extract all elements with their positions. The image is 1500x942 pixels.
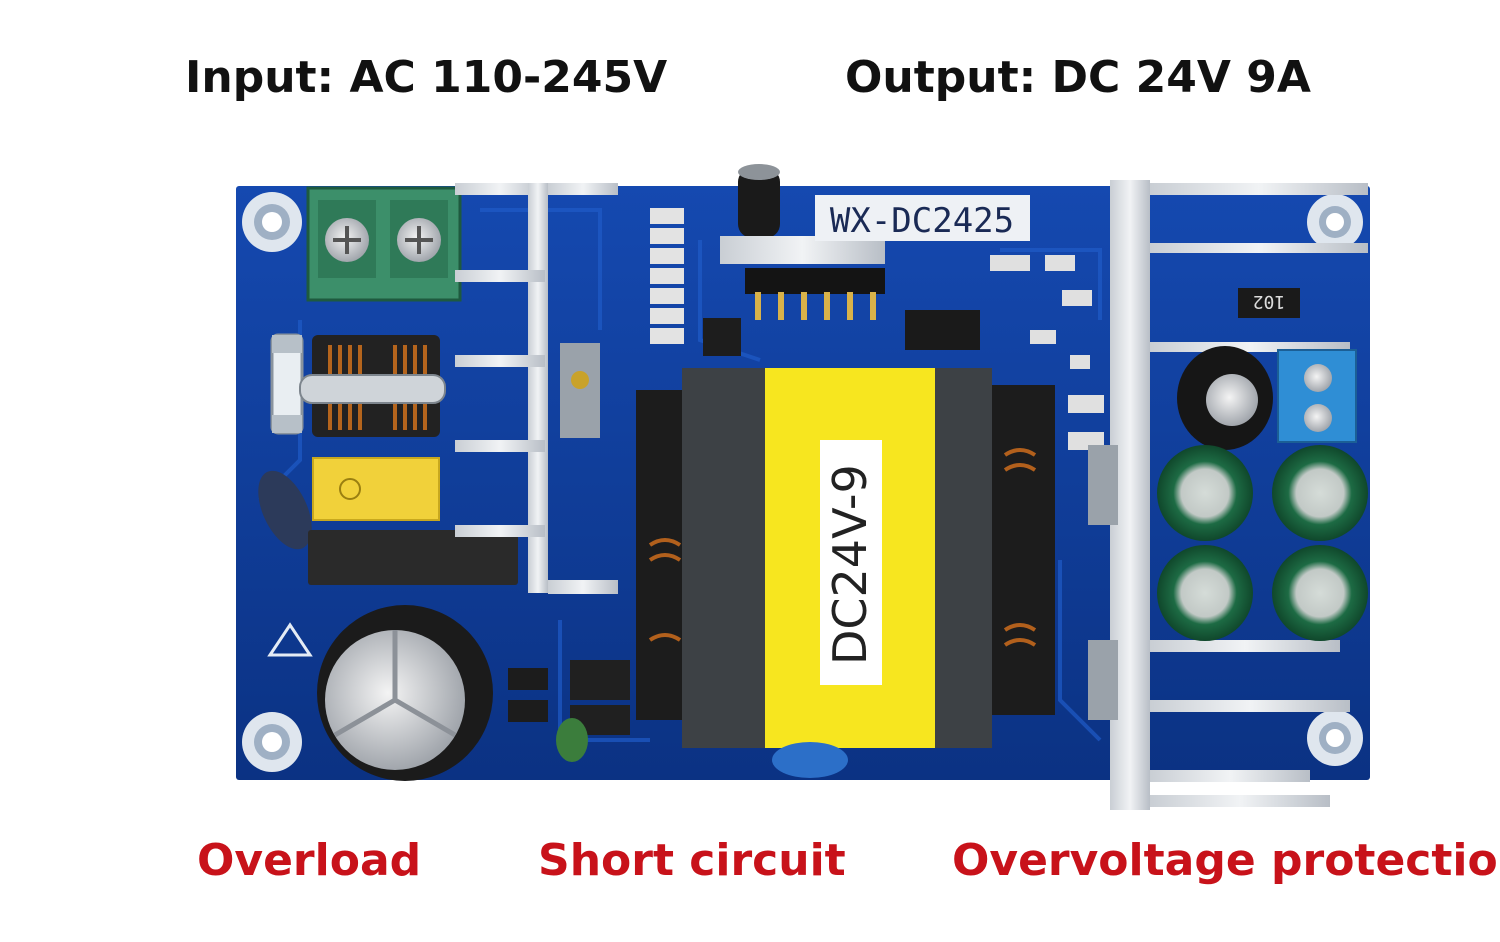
- input-spec: Input: AC 110-245V: [185, 52, 668, 103]
- output-terminal-block: [1277, 349, 1357, 443]
- bulk-capacitor: [317, 605, 493, 781]
- right-heatsink: [1088, 180, 1368, 810]
- varistor: [258, 470, 312, 550]
- left-heatsink: [455, 183, 618, 594]
- output-capacitors: [1157, 445, 1368, 641]
- bridge-rectifier: [308, 530, 518, 585]
- esd-warning-symbol: [267, 622, 313, 657]
- small-capacitor-top: [738, 164, 780, 238]
- transformer: DC24V-9: [636, 368, 1055, 778]
- feature-overvoltage-protection: Overvoltage protection: [952, 835, 1500, 886]
- optocoupler: [905, 310, 980, 350]
- x-capacitor: [312, 457, 440, 521]
- feature-overload: Overload: [197, 835, 422, 886]
- transformer-label: DC24V-9: [823, 464, 877, 665]
- diode-smd: [703, 318, 741, 356]
- model-label: WX-DC2425: [830, 201, 1014, 241]
- smd-capacitor-102-label: 102: [1253, 291, 1286, 312]
- pin-header: [745, 268, 885, 320]
- common-mode-choke: [299, 335, 446, 437]
- mounting-holes: [242, 192, 1363, 772]
- smd-capacitor-102: [1238, 288, 1300, 318]
- output-spec: Output: DC 24V 9A: [845, 52, 1311, 103]
- input-terminal-block: [306, 186, 462, 302]
- fuse: [270, 333, 304, 435]
- model-label-background: [815, 195, 1030, 241]
- smd-components-bottom: [508, 660, 630, 762]
- smd-resistor-array: [650, 208, 684, 344]
- feature-short-circuit: Short circuit: [538, 835, 846, 886]
